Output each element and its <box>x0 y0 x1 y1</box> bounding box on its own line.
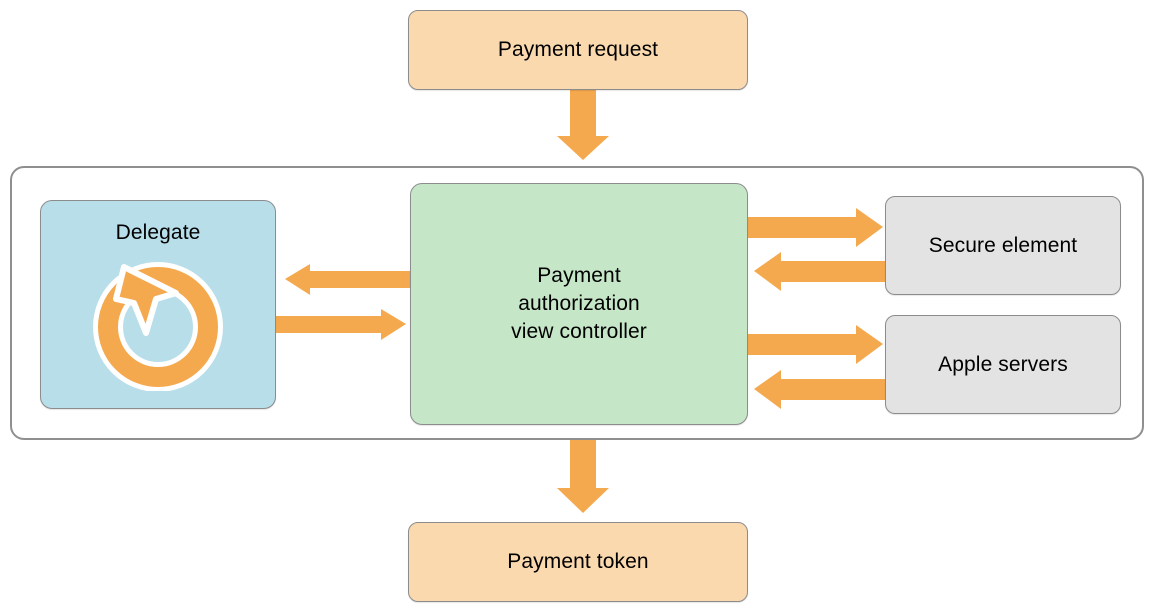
node-apple-servers: Apple servers <box>885 315 1121 414</box>
refresh-circular-arrow-icon <box>93 262 223 391</box>
arrow-payment-request-to-controller <box>557 90 609 160</box>
system-boundary-container <box>10 166 1144 440</box>
secure-element-label: Secure element <box>928 233 1078 257</box>
node-delegate: Delegate <box>40 200 276 409</box>
payment-token-label: Payment token <box>507 550 649 573</box>
delegate-label: Delegate <box>115 221 201 244</box>
node-secure-element: Secure element <box>885 196 1121 295</box>
node-payment-request: Payment request <box>408 10 748 90</box>
node-payment-token: Payment token <box>408 522 748 602</box>
arrow-controller-to-payment-token <box>557 440 609 513</box>
payment-request-label: Payment request <box>497 38 659 61</box>
apple-servers-label: Apple servers <box>938 352 1068 376</box>
